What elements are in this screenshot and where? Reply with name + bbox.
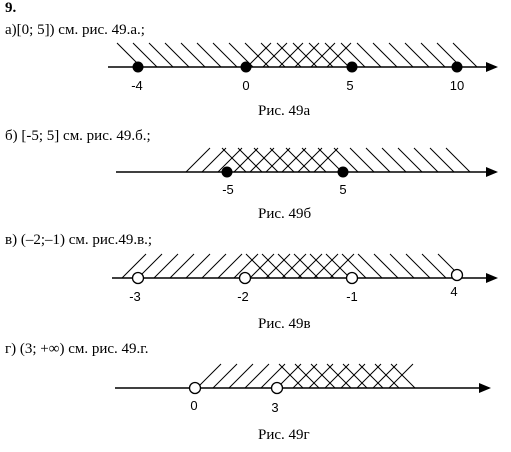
problem-number: 9. xyxy=(5,0,17,16)
hatch-c-forward xyxy=(121,253,355,279)
tick-label-a-3: 10 xyxy=(450,78,464,93)
hatch-b-forward xyxy=(185,147,339,173)
tick-label-a-0: -4 xyxy=(131,78,143,93)
label-c: в) (–2;–1) см. рис.49.в.; xyxy=(5,232,153,248)
tick-label-a-2: 5 xyxy=(346,78,353,93)
point-c-0 xyxy=(131,271,145,285)
point-b-1 xyxy=(337,166,349,178)
hatch-a-forward xyxy=(246,42,352,68)
point-d-0 xyxy=(188,381,202,395)
number-line-c: -3 -2 -1 4 xyxy=(112,253,498,304)
label-d: г) (3; +∞) см. рис. 49.г. xyxy=(5,341,149,357)
tick-label-a-1: 0 xyxy=(242,78,249,93)
hatch-c-back xyxy=(245,253,463,279)
point-c-1 xyxy=(238,271,252,285)
point-c-2 xyxy=(345,271,359,285)
hatch-d-back xyxy=(278,363,416,389)
tick-label-c-1: -2 xyxy=(237,289,249,304)
point-c-3 xyxy=(450,268,464,282)
point-a-2 xyxy=(346,61,358,73)
hatch-b-back xyxy=(221,147,471,173)
hatch-d-forward xyxy=(196,363,414,389)
tick-label-c-2: -1 xyxy=(346,289,358,304)
caption-b: Рис. 49б xyxy=(258,206,312,222)
tick-label-c-0: -3 xyxy=(129,289,141,304)
label-a: а)[0; 5]) см. рис. 49.а.; xyxy=(5,22,145,38)
tick-label-d-1: 3 xyxy=(271,400,278,415)
caption-c: Рис. 49в xyxy=(258,316,311,332)
point-d-1 xyxy=(270,381,284,395)
number-line-b: -5 5 xyxy=(116,147,498,197)
number-line-d: 0 3 xyxy=(115,363,491,415)
tick-label-b-1: 5 xyxy=(339,182,346,197)
caption-a: Рис. 49а xyxy=(258,103,311,119)
tick-label-c-3: 4 xyxy=(450,284,457,299)
caption-d: Рис. 49г xyxy=(258,427,310,443)
point-a-3 xyxy=(451,61,463,73)
hatch-a-back xyxy=(116,42,478,68)
tick-label-d-0: 0 xyxy=(190,398,197,413)
tick-label-b-0: -5 xyxy=(222,182,234,197)
point-a-1 xyxy=(240,61,252,73)
label-b: б) [-5; 5] см. рис. 49.б.; xyxy=(5,128,151,144)
point-a-0 xyxy=(132,61,144,73)
point-b-0 xyxy=(221,166,233,178)
number-line-a: -4 0 5 10 xyxy=(108,42,498,93)
